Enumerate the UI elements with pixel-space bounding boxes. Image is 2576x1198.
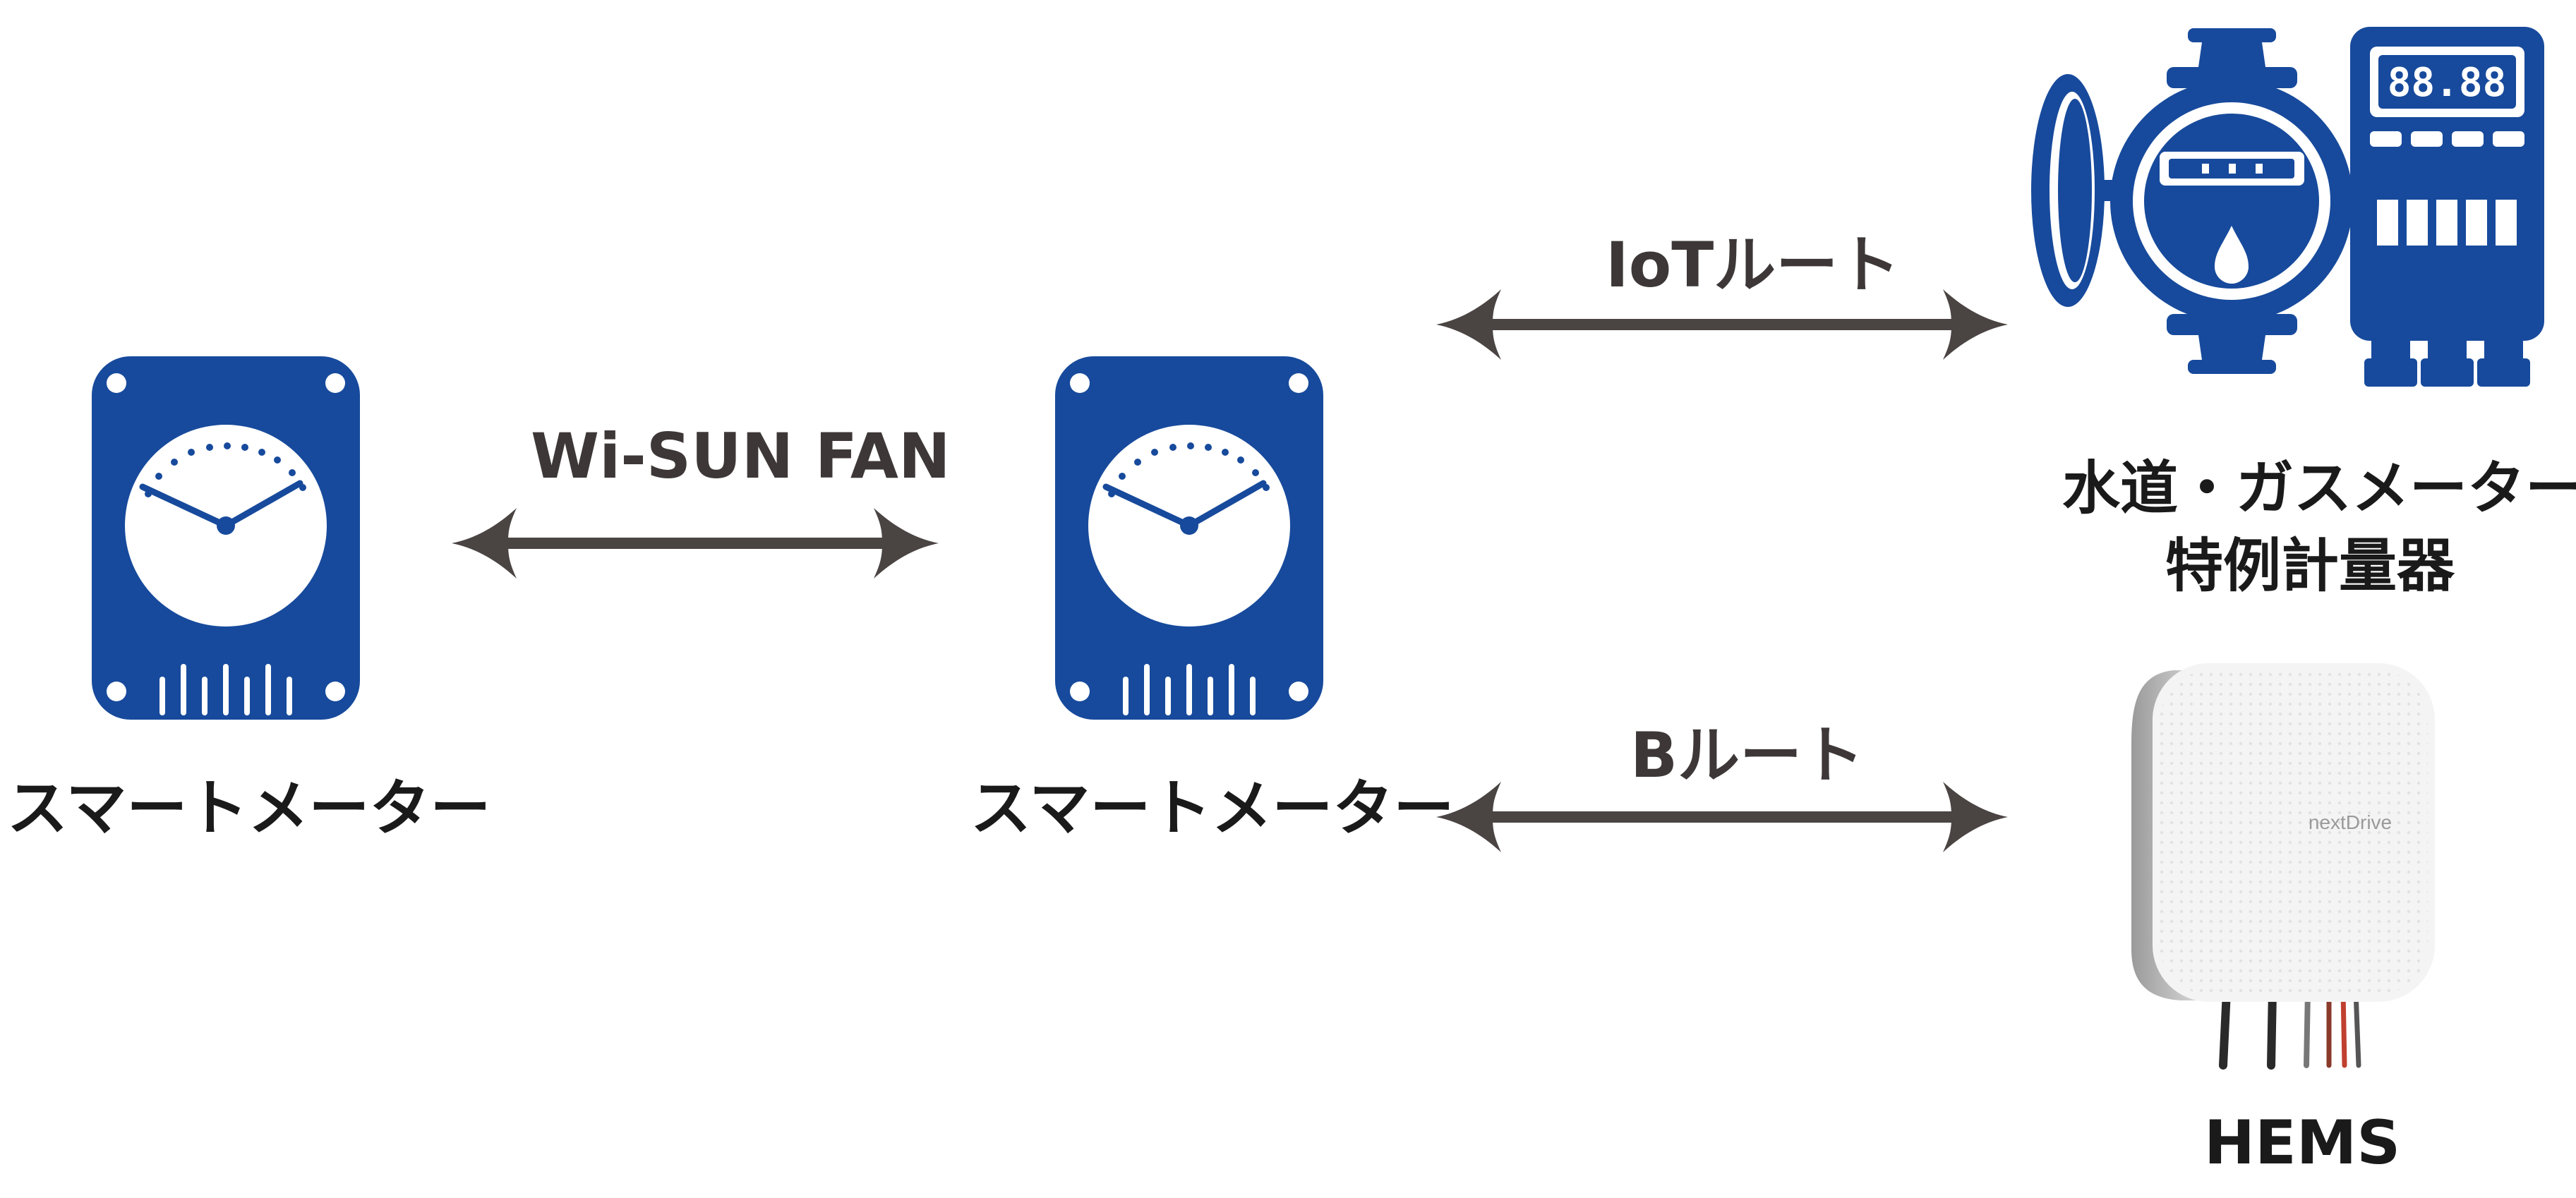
iot-label: IoTルート bbox=[1606, 229, 1901, 301]
wisun-label: Wi-SUN FAN bbox=[531, 420, 951, 492]
broute-arrow bbox=[1436, 782, 2008, 852]
broute-label: Bルート bbox=[1630, 719, 1865, 792]
iot-arrow bbox=[1436, 289, 2008, 360]
hems-label: HEMS bbox=[2204, 1108, 2401, 1178]
hems-device-icon: nextDrive bbox=[2131, 663, 2435, 1070]
meter-center-label: スマートメーター bbox=[970, 773, 1455, 844]
water-gas-label-line2: 特例計量器 bbox=[2165, 533, 2455, 600]
hems-brand-text: nextDrive bbox=[2309, 811, 2392, 833]
smart-meter-icon-left bbox=[92, 356, 360, 720]
water-meter-icon bbox=[2031, 28, 2353, 374]
meter-left-label: スマートメーター bbox=[7, 773, 491, 844]
wisun-arrow bbox=[452, 508, 939, 579]
gas-meter-display: 88.88 bbox=[2388, 60, 2507, 106]
water-gas-label-line1: 水道・ガスメーター bbox=[2062, 455, 2576, 522]
smart-meter-icon-center bbox=[1055, 356, 1323, 720]
gas-meter-icon: 88.88 bbox=[2350, 27, 2544, 387]
